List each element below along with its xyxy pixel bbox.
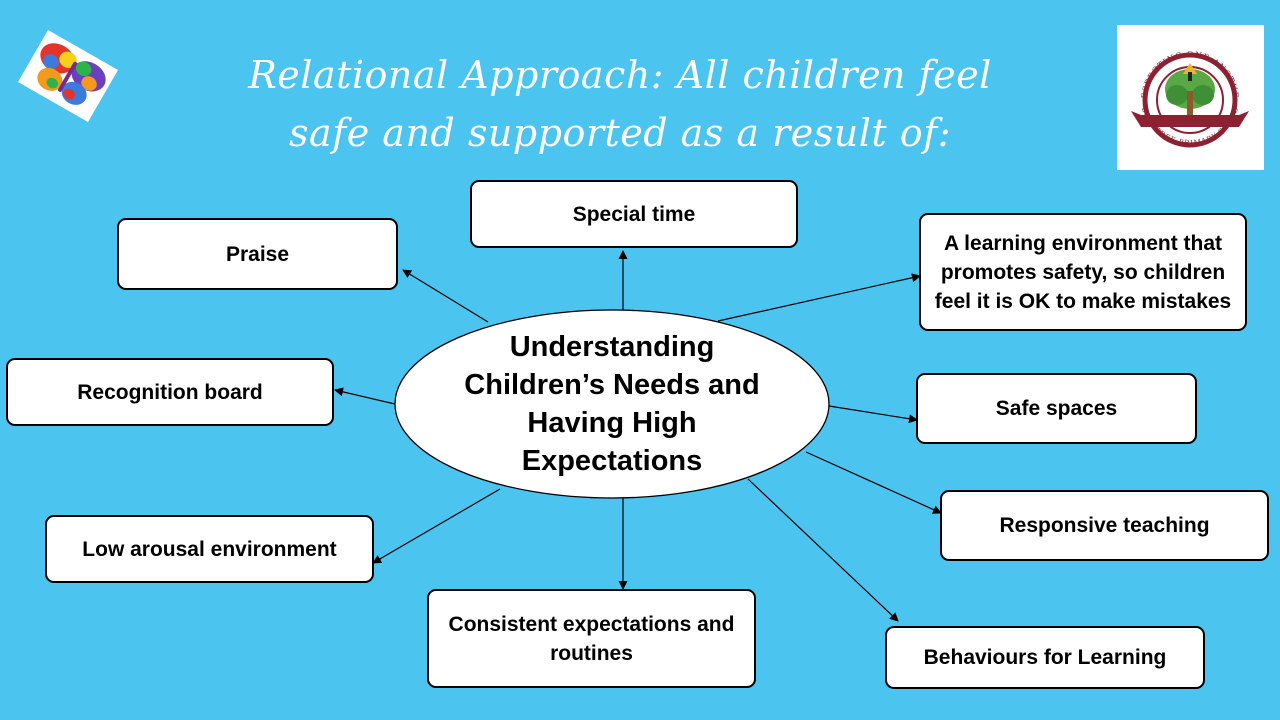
node-recognition-board: Recognition board (6, 358, 334, 426)
slide-title: Relational Approach: All children feel s… (150, 46, 1090, 162)
node-learning-environment: A learning environment that promotes saf… (919, 213, 1247, 331)
node-recognition-board-label: Recognition board (77, 380, 263, 404)
title-line1-plain: Relational Approach: (248, 53, 677, 97)
node-safe-spaces: Safe spaces (916, 373, 1197, 444)
node-responsive-teaching-label: Responsive teaching (999, 514, 1210, 537)
node-learning-environment-label: A learning environment that promotes saf… (934, 231, 1232, 313)
node-special-time-label: Special time (572, 202, 696, 226)
puzzle-butterfly-logo (18, 30, 118, 122)
school-crest-logo: RESPECTING ONE ANOTHER BECONTREE PRIMARY… (1113, 18, 1264, 170)
node-praise-label: Praise (225, 242, 290, 266)
center-label: Understanding Children’s Needs and Havin… (464, 331, 760, 477)
node-behaviours-for-learning-label: Behaviours for Learning (923, 646, 1167, 669)
arrow-safe-spaces (828, 405, 918, 424)
arrow-responsive-teaching (805, 451, 942, 514)
arrow-low-arousal (372, 488, 501, 564)
center-ellipse (394, 309, 830, 499)
node-special-time: Special time (470, 180, 798, 248)
node-low-arousal-environment-label: Low arousal environment (82, 537, 337, 561)
node-consistent-expectations: Consistent expectations and routines (427, 589, 756, 688)
arrow-praise (402, 269, 489, 323)
arrow-recognition-board (334, 387, 396, 405)
arrow-behaviours-for-learning (747, 478, 899, 622)
title-line2: safe and supported as a result of: (289, 111, 951, 155)
node-safe-spaces-label: Safe spaces (995, 397, 1118, 420)
node-behaviours-for-learning: Behaviours for Learning (885, 626, 1205, 689)
arrow-learning-environment (717, 273, 921, 322)
node-praise: Praise (117, 218, 398, 290)
node-low-arousal-environment: Low arousal environment (45, 515, 374, 583)
node-responsive-teaching: Responsive teaching (940, 490, 1269, 561)
node-consistent-expectations-label: Consistent expectations and routines (448, 612, 735, 665)
title-line1-italic: All children feel (676, 53, 992, 97)
center-node: Understanding Children’s Needs and Havin… (395, 310, 829, 498)
